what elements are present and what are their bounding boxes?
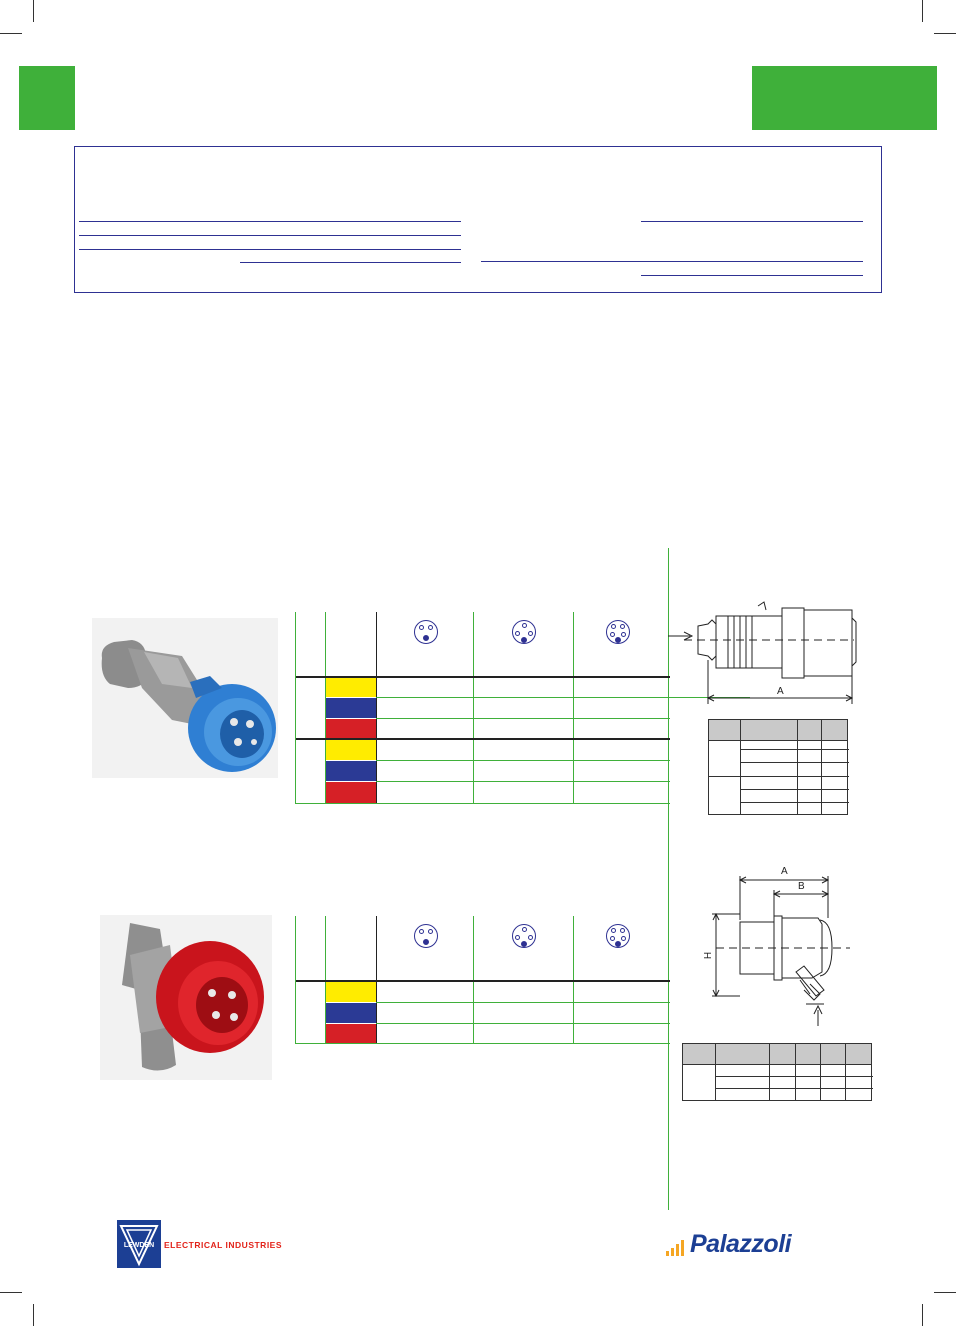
- crop-mark: [33, 1304, 34, 1326]
- crop-mark: [934, 33, 956, 34]
- crop-mark: [33, 0, 34, 22]
- dimension-table-straight: [708, 719, 849, 815]
- pin-config-5-icon: [606, 620, 630, 644]
- spec-info-box: [74, 146, 882, 293]
- palazzoli-logo: Palazzoli: [690, 1230, 792, 1258]
- form-line: [240, 262, 461, 263]
- color-swatch-blue: [326, 698, 376, 718]
- crop-mark: [922, 0, 923, 22]
- color-swatch-red: [326, 719, 376, 738]
- form-line: [641, 275, 863, 276]
- form-line: [641, 221, 863, 222]
- angled-plug-drawing: [712, 876, 850, 1026]
- header-tab-right: [752, 66, 937, 130]
- color-swatch-red: [326, 782, 376, 803]
- form-line: [79, 235, 461, 236]
- dimension-a-label: A: [781, 866, 788, 877]
- straight-plug-drawing: [668, 601, 857, 704]
- crop-mark: [0, 33, 22, 34]
- pin-config-5-icon: [606, 924, 630, 948]
- form-line: [79, 249, 461, 250]
- color-swatch-blue: [326, 1003, 376, 1023]
- lewden-logo-icon: LEWDEN: [117, 1220, 161, 1268]
- color-swatch-red: [326, 1024, 376, 1043]
- dimension-table-angled: [682, 1043, 873, 1101]
- dimension-h-label: H: [703, 951, 715, 960]
- form-line: [79, 221, 461, 222]
- color-swatch-yellow: [326, 982, 376, 1002]
- crop-mark: [922, 1304, 923, 1326]
- pin-config-3-icon: [414, 620, 438, 644]
- company-name: ELECTRICAL INDUSTRIES: [164, 1240, 283, 1250]
- crop-mark: [934, 1292, 956, 1293]
- color-swatch-blue: [326, 761, 376, 781]
- pin-config-4-icon: [512, 620, 536, 644]
- color-swatch-yellow: [326, 678, 376, 697]
- dimension-b-label: B: [798, 881, 805, 892]
- form-line: [481, 261, 863, 262]
- color-swatch-yellow: [326, 740, 376, 760]
- pin-config-3-icon: [414, 924, 438, 948]
- palazzoli-bars-icon: [666, 1240, 684, 1256]
- blue-industrial-plug-icon: [92, 618, 278, 778]
- rating-table-straight: [295, 612, 750, 804]
- dimension-a-label: A: [777, 686, 784, 697]
- pin-config-4-icon: [512, 924, 536, 948]
- crop-mark: [0, 1292, 22, 1293]
- red-angled-plug-icon: [100, 915, 272, 1080]
- rating-table-angled: [295, 916, 670, 1044]
- svg-text:LEWDEN: LEWDEN: [124, 1242, 154, 1249]
- column-separator: [668, 548, 669, 1210]
- header-tab-left: [19, 66, 75, 130]
